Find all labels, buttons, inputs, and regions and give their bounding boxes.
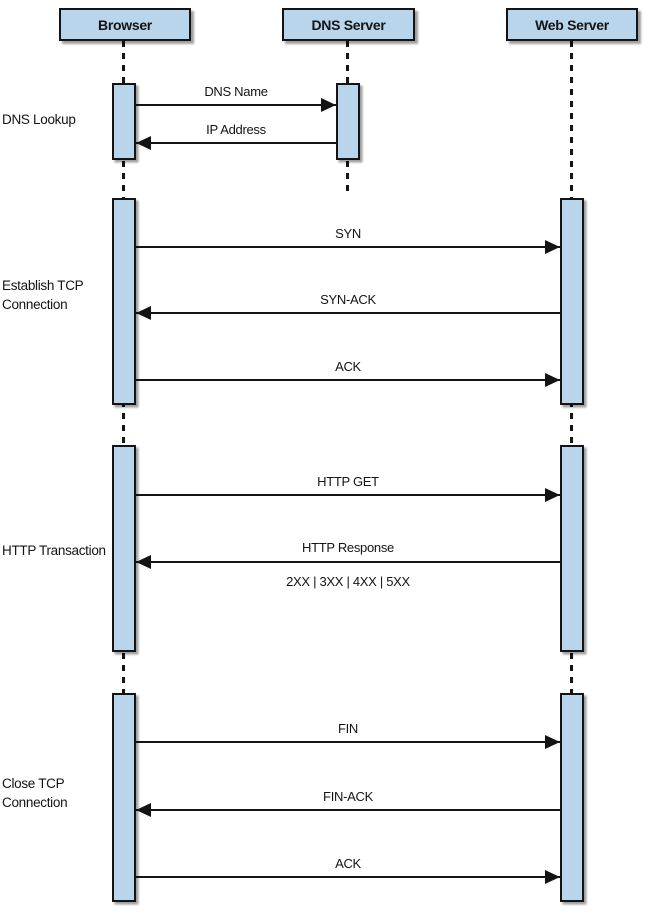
message-line-ack-1 xyxy=(136,379,560,381)
arrowhead-right-icon xyxy=(545,735,560,749)
message-label-ack-1: ACK xyxy=(335,359,361,374)
phase-label-dns-lookup: DNS Lookup xyxy=(2,112,76,127)
arrowhead-left-icon xyxy=(136,136,151,150)
phase-label-close-tcp: Close TCP Connection xyxy=(2,776,68,810)
arrowhead-left-icon xyxy=(136,803,151,817)
actor-box-web-server: Web Server xyxy=(506,8,638,41)
arrowhead-right-icon xyxy=(545,373,560,387)
activation-bar-browser-http xyxy=(112,445,136,652)
message-line-http-response xyxy=(136,561,560,563)
activation-bar-web-server-http xyxy=(560,445,584,652)
message-label-dns-name: DNS Name xyxy=(204,84,268,99)
activation-bar-browser-tcp-connect xyxy=(112,198,136,405)
message-line-http-get xyxy=(136,494,560,496)
message-line-ip-address xyxy=(136,142,336,144)
actor-label-web-server: Web Server xyxy=(535,16,609,33)
message-label-ack-2: ACK xyxy=(335,856,361,871)
message-label-fin-ack: FIN-ACK xyxy=(323,789,373,804)
arrowhead-right-icon xyxy=(545,240,560,254)
arrowhead-left-icon xyxy=(136,306,151,320)
message-line-syn-ack xyxy=(136,312,560,314)
phase-label-http-transaction: HTTP Transaction xyxy=(2,543,106,558)
message-line-syn xyxy=(136,246,560,248)
activation-bar-web-server-tcp-connect xyxy=(560,198,584,405)
actor-box-browser: Browser xyxy=(59,8,191,41)
message-line-fin-ack xyxy=(136,809,560,811)
arrowhead-left-icon xyxy=(136,555,151,569)
actor-box-dns-server: DNS Server xyxy=(282,8,415,41)
arrowhead-right-icon xyxy=(321,98,336,112)
actor-label-browser: Browser xyxy=(98,16,152,33)
message-label-fin: FIN xyxy=(337,721,359,736)
message-sublabel-status-codes: 2XX | 3XX | 4XX | 5XX xyxy=(286,574,410,589)
message-line-ack-2 xyxy=(136,876,560,878)
message-label-ip-address: IP Address xyxy=(206,122,266,137)
activation-bar-browser-dns-lookup xyxy=(112,83,136,160)
activation-bar-browser-close xyxy=(112,693,136,902)
actor-label-dns-server: DNS Server xyxy=(311,16,386,33)
arrowhead-right-icon xyxy=(545,870,560,884)
message-label-syn-ack: SYN-ACK xyxy=(320,292,376,307)
message-label-http-get: HTTP GET xyxy=(317,474,379,489)
message-line-fin xyxy=(136,741,560,743)
phase-label-establish-tcp: Establish TCP Connection xyxy=(2,278,84,312)
message-line-dns-name xyxy=(136,104,336,106)
activation-bar-dns-server xyxy=(336,83,360,160)
message-label-syn: SYN xyxy=(335,226,361,241)
message-label-http-response: HTTP Response xyxy=(302,540,394,555)
arrowhead-right-icon xyxy=(545,488,560,502)
activation-bar-web-server-close xyxy=(560,693,584,902)
